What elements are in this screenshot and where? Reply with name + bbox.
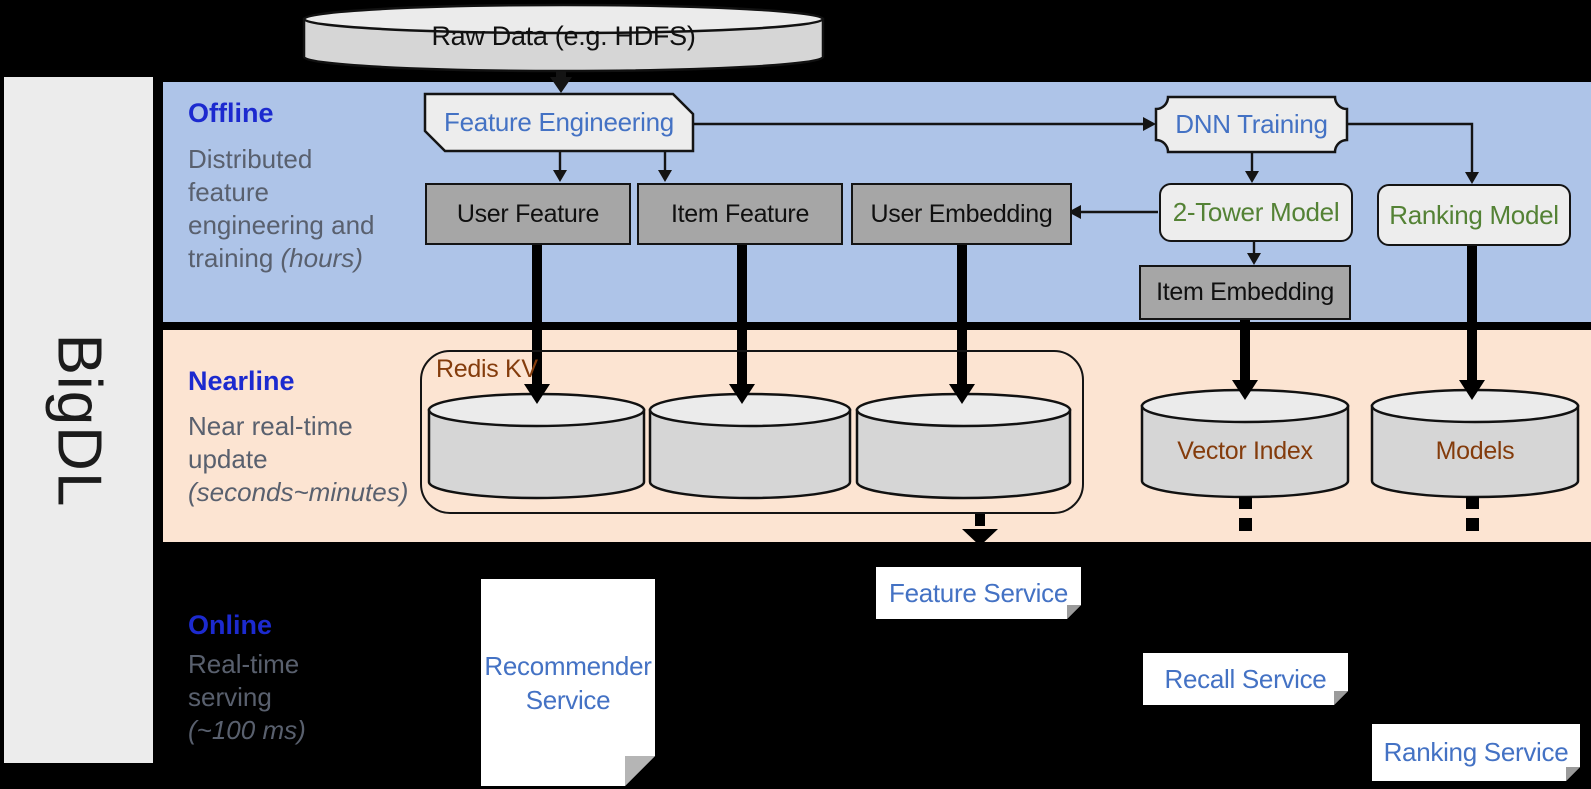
ranking-model-box: Ranking Model: [1377, 184, 1571, 246]
recall-service-box: Recall Service: [1143, 653, 1348, 705]
models-cylinder: [1370, 388, 1580, 499]
user-feature-box: User Feature: [425, 183, 631, 245]
kv-cylinder-3: [855, 392, 1072, 500]
online-title: Online: [188, 610, 273, 640]
pipe-ranking-model-to-models: [1459, 242, 1485, 400]
drop-redis-to-feature-service: [962, 513, 998, 546]
item-feature-box: Item Feature: [637, 183, 843, 245]
redis-kv-label: Redis KV: [436, 354, 538, 383]
nearline-note: (seconds~minutes): [188, 477, 409, 507]
feature-service-label: Feature Service: [888, 577, 1069, 608]
pipe-user-embedding-to-kv: [949, 241, 975, 404]
pipe-item-feature-to-kv: [729, 241, 755, 404]
raw-data-label: Raw Data (e.g. HDFS): [431, 20, 696, 51]
arrow-two-tower-to-item-embedding: [1247, 240, 1261, 265]
arrow-fe-to-dnn-training: [693, 117, 1156, 131]
nearline-description-text: Near real-time update: [188, 411, 353, 474]
two-tower-model-box: 2-Tower Model: [1159, 183, 1353, 242]
online-description-text: Real-time serving: [188, 649, 300, 712]
offline-title: Offline: [188, 98, 274, 128]
feature-service-box: Feature Service: [876, 567, 1081, 619]
feature-engineering-label: Feature Engineering: [444, 107, 674, 137]
arrow-fe-to-item-feature: [658, 152, 672, 182]
vector-index-label: Vector Index: [1177, 436, 1313, 465]
arrow-dnn-to-ranking-model: [1347, 122, 1479, 184]
recommender-service-label: Recommender Service: [484, 650, 652, 715]
arrow-two-tower-to-user-embedding: [1068, 205, 1158, 219]
recall-service-label: Recall Service: [1164, 663, 1327, 694]
drop-vector-index-to-recall-service: [1239, 497, 1252, 531]
arrow-dnn-to-two-tower: [1245, 152, 1259, 183]
dnn-training-shape: [1154, 95, 1349, 154]
item-embedding-box: Item Embedding: [1139, 265, 1351, 320]
models-label: Models: [1435, 436, 1515, 465]
kv-cylinder-2: [648, 392, 852, 500]
user-embedding-box: User Embedding: [851, 183, 1072, 245]
pipe-user-feature-to-kv: [524, 241, 550, 404]
recommender-service-doc: Recommender Service: [481, 579, 655, 786]
nearline-title: Nearline: [188, 366, 295, 396]
offline-description: Distributed feature engineering and trai…: [188, 143, 400, 275]
drop-models-to-ranking-service: [1466, 497, 1479, 531]
dnn-training-label: DNN Training: [1175, 109, 1328, 139]
raw-data-cylinder: [302, 3, 825, 73]
online-description: Real-time serving (~100 ms): [188, 648, 330, 747]
redis-kv-frame: [420, 350, 1084, 514]
pipe-item-embedding-to-vector-index: [1232, 316, 1258, 400]
arrow-raw-to-feature-engineering: [550, 71, 572, 93]
feature-engineering-shape: [423, 92, 695, 153]
offline-note: (hours): [280, 243, 363, 273]
brand-sidebar: BigDL: [4, 77, 153, 763]
ranking-service-box: Ranking Service: [1372, 724, 1580, 781]
ranking-service-label: Ranking Service: [1383, 737, 1569, 767]
vector-index-cylinder: [1140, 388, 1350, 499]
arrow-fe-to-user-feature: [553, 152, 567, 182]
online-note: (~100 ms): [188, 715, 306, 745]
nearline-description: Near real-time update (seconds~minutes): [188, 410, 420, 509]
offline-description-text: Distributed feature engineering and trai…: [188, 144, 375, 273]
